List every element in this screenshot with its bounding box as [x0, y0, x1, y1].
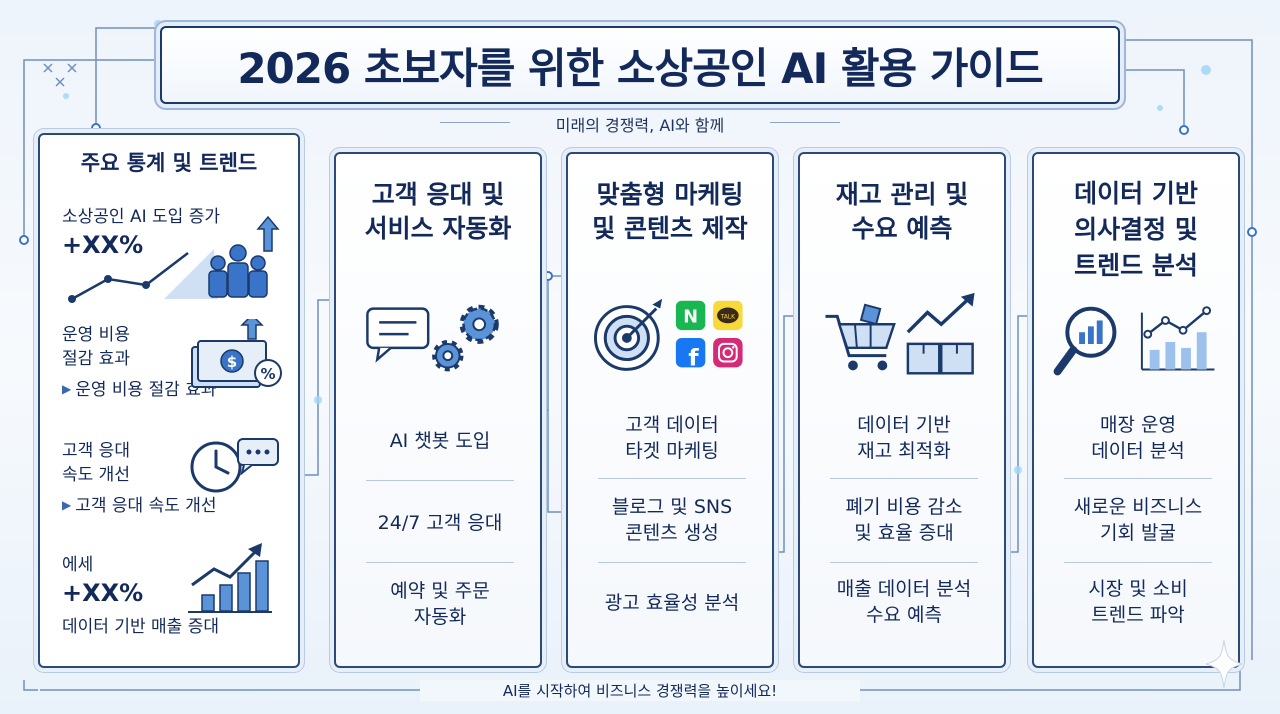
facebook-icon: [675, 337, 706, 368]
card-item: 폐기 비용 감소 및 효율 증대: [845, 496, 963, 544]
card-item: 고객 데이터 타겟 마케팅: [625, 414, 719, 462]
growth-chart-people-icon: [68, 215, 280, 303]
divider: [1064, 562, 1212, 563]
card-data-decisions: 데이터 기반 의사결정 및 트렌드 분석 매장 운영 데이터 분석 새로운 비즈…: [1032, 152, 1240, 668]
divider: [1064, 478, 1212, 479]
kakaotalk-label: TALK: [720, 314, 735, 320]
stat-label: 운영 비용 절감 효과: [62, 325, 130, 369]
sparkle-icon: [1206, 640, 1242, 688]
svg-text:f: f: [688, 343, 699, 371]
stat-note-text: 운영 비용 절감 효과: [75, 380, 217, 400]
clock-chat-icon: [190, 438, 279, 493]
card-item: 매출 데이터 분석 수요 예측: [836, 578, 972, 626]
stat-ai-adoption: 소상공인 AI 도입 증가 +XX%: [62, 205, 302, 261]
card-item: 시장 및 소비 트렌드 파악: [1088, 578, 1188, 626]
stats-panel: 주요 통계 및 트렌드 소상공인 AI 도입 증가 +XX% 운영 비용 절감 …: [38, 133, 300, 668]
naver-letter: N: [683, 307, 698, 327]
stat-sales-growth: 에세 +XX% 데이터 기반 매출 증대: [62, 553, 302, 639]
bar-growth-icon: [188, 543, 272, 613]
card-item: 24/7 고객 응대: [377, 512, 503, 534]
svg-text:%: %: [260, 365, 275, 383]
divider: [366, 562, 514, 563]
divider: [598, 562, 746, 563]
card-item: 새로운 비즈니스 기회 발굴: [1073, 496, 1203, 544]
target-social-icon: N TALK f: [593, 298, 743, 371]
stat-response-speed: 고객 응대 속도 개선 ▶고객 응대 속도 개선: [62, 439, 302, 518]
card-item: AI 챗봇 도입: [389, 430, 491, 452]
card-customer-service: 고객 응대 및 서비스 자동화 AI 챗봇 도입 24/7 고객 응대 예약 및…: [334, 152, 542, 668]
divider: [830, 478, 978, 479]
chat-gears-icon: [366, 304, 499, 372]
money-percent-icon: $ %: [191, 319, 282, 388]
cart-boxes-icon: [825, 292, 975, 375]
stat-note: ▶운영 비용 절감 효과: [62, 380, 217, 400]
divider: [598, 478, 746, 479]
card-title: 고객 응대 및 서비스 자동화: [364, 180, 512, 243]
title-banner: 2026 초보자를 위한 소상공인 AI 활용 가이드: [160, 26, 1120, 104]
card-item: 데이터 기반 재고 최적화: [857, 414, 951, 462]
page-subtitle: 미래의 경쟁력, AI와 함께: [440, 112, 840, 136]
magnifier-chart-icon: [1053, 306, 1215, 376]
card-item: 블로그 및 SNS 콘텐츠 생성: [611, 496, 733, 544]
naver-icon: [675, 300, 706, 331]
card-title: 데이터 기반 의사결정 및 트렌드 분석: [1074, 179, 1198, 280]
card-item: 매장 운영 데이터 분석: [1091, 414, 1185, 462]
footer-tagline: AI를 시작하여 비즈니스 경쟁력을 높이세요!: [420, 680, 860, 701]
stats-heading: 주요 통계 및 트렌드: [80, 151, 258, 175]
target-icon: [593, 298, 663, 371]
stat-label: 소상공인 AI 도입 증가: [62, 207, 220, 227]
divider: [830, 562, 978, 563]
stat-cost-saving: 운영 비용 절감 효과 ▶운영 비용 절감 효과: [62, 323, 302, 402]
card-title: 맞춤형 마케팅 및 콘텐츠 제작: [592, 180, 748, 243]
stat-label: 에세: [62, 555, 94, 575]
stat-note: ▶고객 응대 속도 개선: [62, 496, 217, 516]
divider: [366, 480, 514, 481]
card-title: 재고 관리 및 수요 예측: [835, 180, 969, 243]
stat-note-text: 고객 응대 속도 개선: [75, 496, 217, 516]
page-title: 2026 초보자를 위한 소상공인 AI 활용 가이드: [237, 43, 1043, 93]
card-inventory: 재고 관리 및 수요 예측 데이터 기반 재고 최적화 폐기 비용 감소 및 효…: [798, 152, 1006, 668]
card-marketing: 맞춤형 마케팅 및 콘텐츠 제작 N TALK f 고객 데이터 타겟 마케팅 …: [566, 152, 774, 668]
card-item: 광고 효율성 분석: [604, 592, 740, 614]
stat-value: +XX%: [62, 579, 144, 607]
stat-note: 데이터 기반 매출 증대: [62, 617, 219, 637]
svg-text:$: $: [227, 353, 237, 371]
stat-label: 고객 응대 속도 개선: [62, 441, 130, 485]
instagram-icon: [713, 337, 743, 368]
card-item: 예약 및 주문 자동화: [390, 580, 490, 628]
stat-value: +XX%: [62, 231, 144, 259]
